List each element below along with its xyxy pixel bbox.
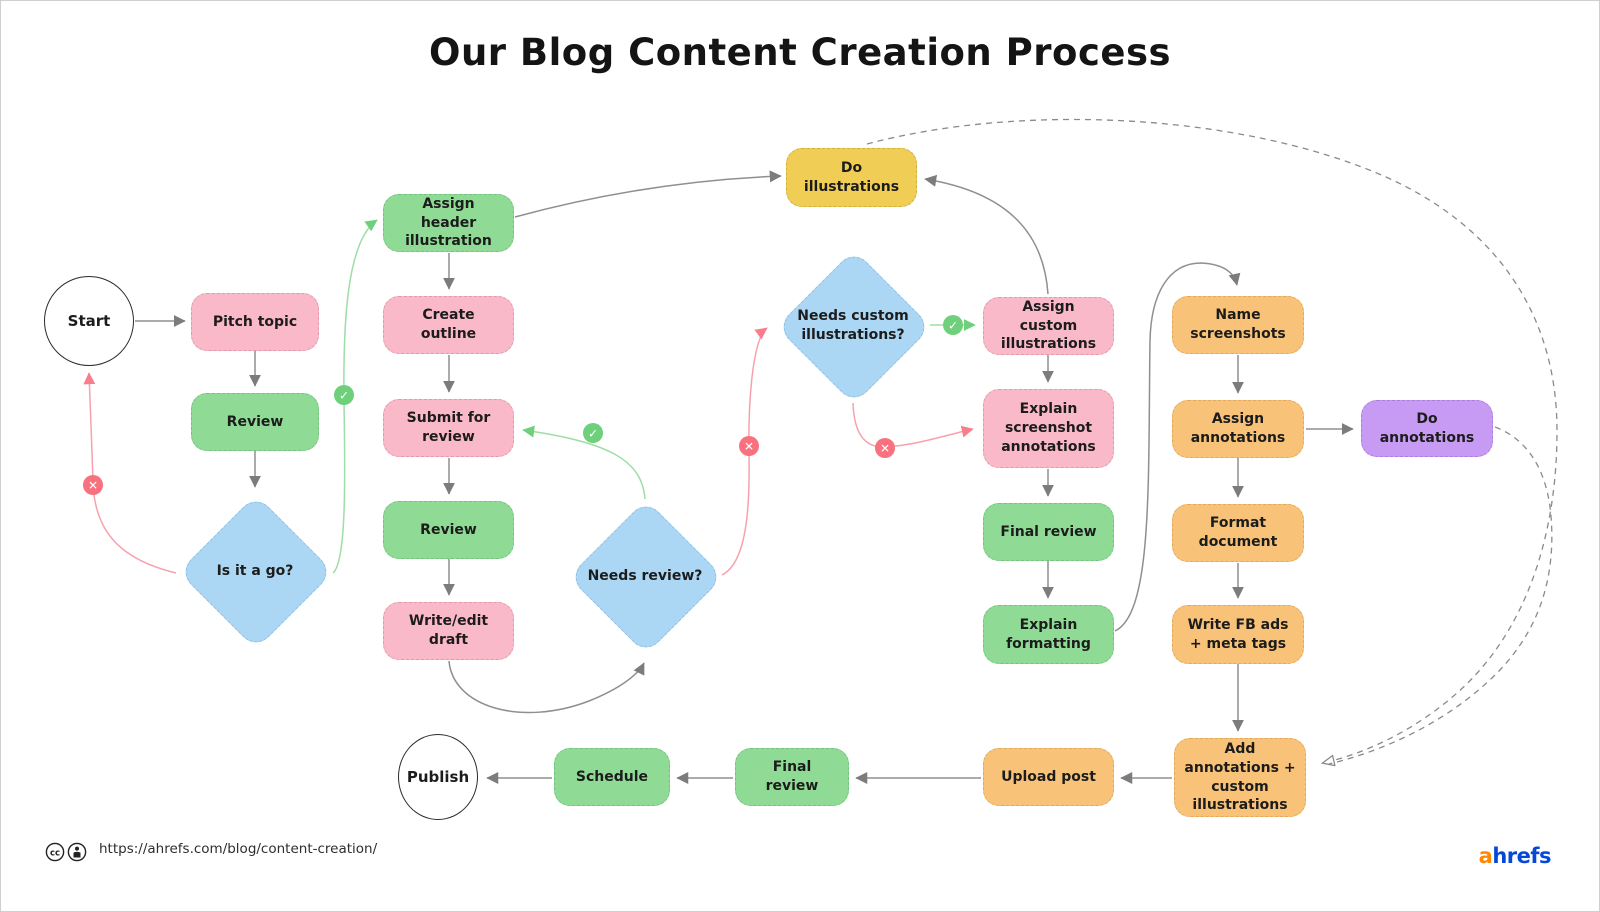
node-explain-screenshot-annotations: Explain screenshot annotations	[983, 389, 1114, 468]
edge-doannotations-addannot-dashed	[1328, 426, 1553, 765]
svg-text:✕: ✕	[744, 440, 754, 454]
node-do-illustrations: Do illustrations	[786, 148, 917, 207]
node-submit-for-review: Submit for review	[383, 399, 514, 457]
node-review-2: Review	[383, 501, 514, 559]
node-final-review-2: Final review	[735, 748, 849, 806]
node-schedule: Schedule	[554, 748, 670, 806]
node-do-annotations: Do annotations	[1361, 400, 1493, 457]
svg-text:✓: ✓	[339, 389, 349, 403]
dashed-connectors	[866, 118, 1558, 765]
node-add-annotations: Add annotations + custom illustrations	[1174, 738, 1306, 817]
start-node: Start	[44, 276, 134, 366]
edge-draft-needsreview	[448, 660, 645, 714]
check-icon: ✓	[583, 423, 603, 443]
edge-ef-namescreenshots	[1114, 262, 1241, 632]
cross-icon: ✕	[875, 438, 895, 458]
ahrefs-logo-a: a	[1478, 844, 1493, 868]
check-icon: ✓	[943, 315, 963, 335]
decision-needs-review-label: Needs review?	[587, 567, 703, 584]
svg-text:✓: ✓	[588, 427, 598, 441]
node-write-edit-draft: Write/edit draft	[383, 602, 514, 660]
edge-needsreview-yes	[522, 425, 646, 500]
svg-text:cc: cc	[50, 849, 60, 859]
svg-text:✕: ✕	[880, 442, 890, 456]
node-final-review-1: Final review	[983, 503, 1114, 561]
publish-node: Publish	[398, 734, 478, 820]
check-icon: ✓	[334, 385, 354, 405]
edge-ahi-doillustrations	[514, 170, 782, 218]
node-explain-formatting: Explain formatting	[983, 605, 1114, 664]
attribution-icon	[67, 842, 87, 862]
source-url: https://ahrefs.com/blog/content-creation…	[99, 841, 378, 857]
node-format-document: Format document	[1172, 504, 1304, 562]
decision-badges: ✓ ✕ ✓ ✕ ✓ ✕	[83, 315, 963, 495]
edge-doillustrations-addannot-dashed	[866, 118, 1558, 763]
start-label: Start	[67, 312, 111, 330]
cross-icon: ✕	[83, 475, 103, 495]
edge-isitago-no	[83, 372, 177, 574]
edge-needscustom-no	[852, 402, 974, 448]
footer: https://ahrefs.com/blog/content-creation…	[41, 841, 377, 857]
page-title: Our Blog Content Creation Process	[428, 31, 1172, 74]
node-review-1: Review	[191, 393, 319, 451]
node-name-screenshots: Name screenshots	[1172, 296, 1304, 354]
decision-is-it-a-go-label: Is it a go?	[216, 562, 294, 579]
edge-aci-doillustrations	[924, 174, 1049, 295]
license-icons: cc	[45, 842, 87, 862]
node-assign-custom-illustrations: Assign custom illustrations	[983, 297, 1114, 355]
cross-icon: ✕	[739, 436, 759, 456]
node-assign-annotations: Assign annotations	[1172, 400, 1304, 458]
publish-label: Publish	[406, 768, 470, 786]
gray-connectors	[135, 170, 1354, 784]
ahrefs-logo-hrefs: hrefs	[1492, 844, 1551, 868]
ahrefs-logo: ahrefs	[1478, 844, 1552, 868]
node-pitch-topic: Pitch topic	[191, 293, 319, 351]
svg-text:✕: ✕	[88, 479, 98, 493]
node-create-outline: Create outline	[383, 296, 514, 354]
cc-icon: cc	[45, 842, 65, 862]
node-upload-post: Upload post	[983, 748, 1114, 806]
node-write-fb-ads: Write FB ads + meta tags	[1172, 605, 1304, 664]
svg-text:✓: ✓	[948, 319, 958, 333]
decision-needs-custom-illustrations-label: Needs custom illustrations?	[797, 308, 909, 343]
node-assign-header-illustration: Assign header illustration	[383, 194, 514, 252]
